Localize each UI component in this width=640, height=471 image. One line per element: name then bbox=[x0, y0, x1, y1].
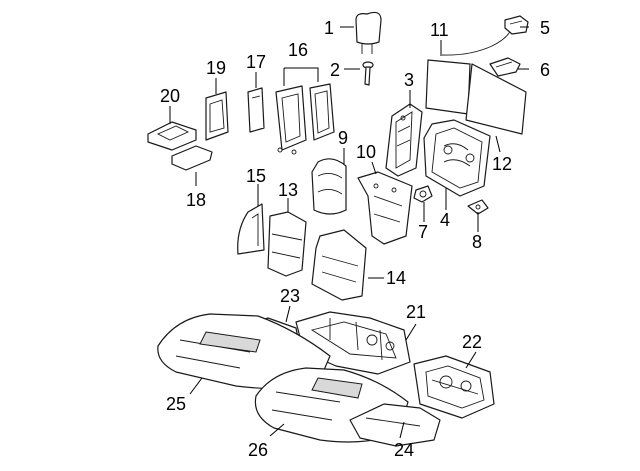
part-9-backrest-pad[interactable] bbox=[311, 158, 347, 215]
callout-18: 18 bbox=[186, 190, 206, 210]
part-18-pad[interactable] bbox=[171, 145, 213, 171]
callout-17: 17 bbox=[246, 52, 266, 72]
callout-24: 24 bbox=[394, 440, 414, 460]
callout-2: 2 bbox=[330, 60, 340, 80]
part-10-backrest-pad[interactable] bbox=[357, 171, 413, 245]
part-17-panel[interactable] bbox=[247, 87, 265, 133]
callout-16: 16 bbox=[288, 40, 308, 60]
callout-12: 12 bbox=[492, 154, 512, 174]
part-15-side-bolster[interactable] bbox=[237, 203, 265, 255]
callout-labels: 1 2 3 4 5 6 7 8 9 10 11 12 13 14 15 16 1… bbox=[160, 18, 550, 460]
callout-15: 15 bbox=[246, 166, 266, 186]
leader-lines bbox=[169, 26, 529, 439]
part-16-trim-frame-left[interactable] bbox=[275, 85, 307, 155]
callout-4: 4 bbox=[440, 210, 450, 230]
part-5-connector[interactable] bbox=[504, 15, 529, 35]
part-4-seatback-frame[interactable] bbox=[423, 119, 491, 197]
callout-6: 6 bbox=[540, 60, 550, 80]
callout-10: 10 bbox=[356, 142, 376, 162]
callout-9: 9 bbox=[338, 128, 348, 148]
part-8-clip[interactable] bbox=[467, 199, 489, 215]
callout-19: 19 bbox=[206, 58, 226, 78]
callout-20: 20 bbox=[160, 86, 180, 106]
part-25-seat-cushion[interactable] bbox=[157, 313, 331, 390]
part-19-panel[interactable] bbox=[205, 91, 229, 141]
callout-23: 23 bbox=[280, 286, 300, 306]
callout-8: 8 bbox=[472, 232, 482, 252]
part-14-backrest-cover[interactable] bbox=[311, 229, 367, 301]
wiring-harness bbox=[441, 27, 513, 56]
part-24-seat-cushion[interactable] bbox=[349, 403, 441, 447]
part-16-trim-frame-right[interactable] bbox=[309, 83, 335, 141]
part-6-clip[interactable] bbox=[489, 57, 521, 77]
callout-7: 7 bbox=[418, 222, 428, 242]
callout-11: 11 bbox=[430, 20, 449, 40]
callout-25: 25 bbox=[166, 394, 186, 414]
part-22-seat-frame[interactable] bbox=[413, 355, 495, 419]
part-12-back-panel[interactable] bbox=[465, 63, 527, 135]
callout-1: 1 bbox=[324, 18, 334, 38]
callout-3: 3 bbox=[404, 70, 414, 90]
part-11-back-panel[interactable] bbox=[425, 59, 471, 115]
callout-14: 14 bbox=[386, 268, 406, 288]
part-2-bolt[interactable] bbox=[362, 61, 374, 86]
callout-13: 13 bbox=[278, 180, 298, 200]
part-20-tray[interactable] bbox=[147, 121, 197, 151]
part-1-headrest[interactable] bbox=[355, 11, 382, 54]
part-7-knob[interactable] bbox=[413, 185, 433, 203]
callout-22: 22 bbox=[462, 332, 482, 352]
part-3-seatback-frame[interactable] bbox=[385, 103, 423, 177]
part-13-backrest-cover[interactable] bbox=[267, 211, 307, 277]
callout-21: 21 bbox=[406, 302, 426, 322]
callout-5: 5 bbox=[540, 18, 550, 38]
callout-26: 26 bbox=[248, 440, 268, 460]
